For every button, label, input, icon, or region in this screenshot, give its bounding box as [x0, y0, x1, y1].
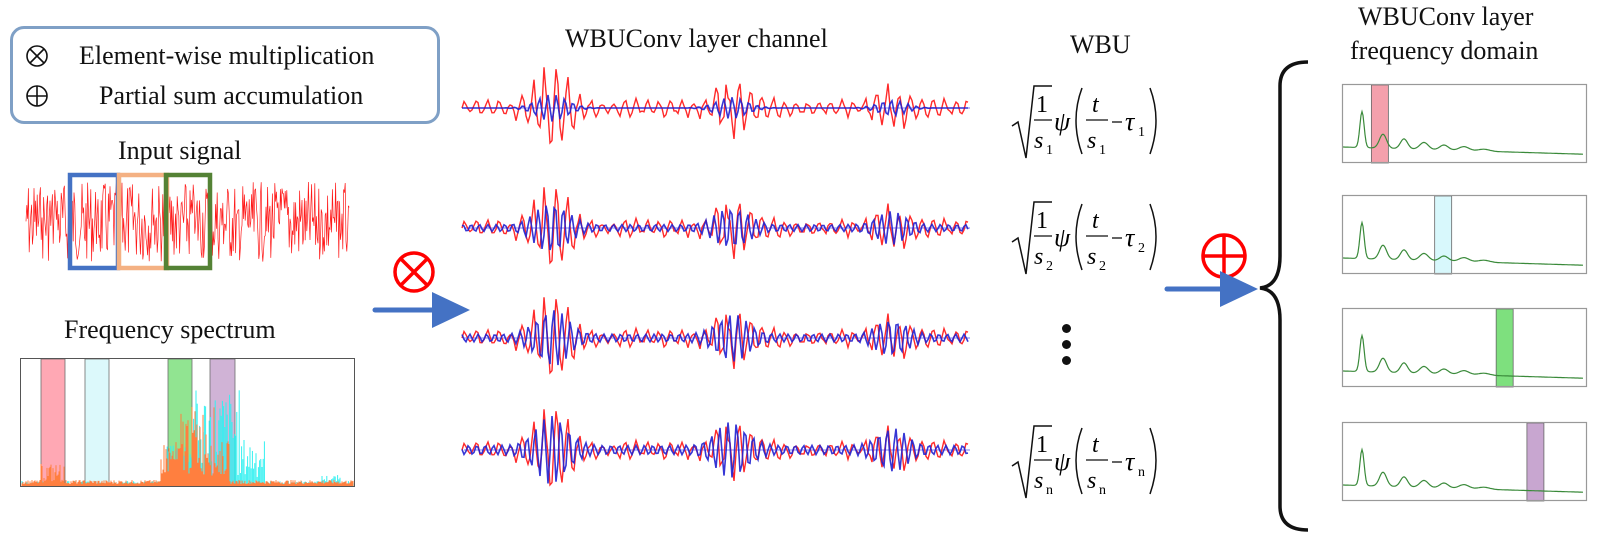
svg-text:ψ: ψ [1054, 223, 1071, 252]
channel-waveforms [461, 67, 970, 487]
svg-text:1: 1 [1036, 432, 1048, 458]
input-signal-plot [25, 172, 350, 271]
window-box [163, 172, 213, 271]
svg-text:n: n [1099, 483, 1106, 498]
wbu-title: WBU [1070, 30, 1131, 59]
legend-label-multiplication: Element-wise multiplication [79, 41, 375, 70]
freq-domain-title-line2: frequency domain [1350, 36, 1539, 65]
svg-text:s: s [1087, 468, 1096, 494]
frequency-spectrum-title: Frequency spectrum [64, 315, 276, 344]
svg-text:1: 1 [1138, 125, 1145, 140]
svg-text:τ: τ [1125, 447, 1136, 476]
svg-text:s: s [1034, 468, 1043, 494]
svg-text:s: s [1034, 128, 1043, 154]
channel-title: WBUConv layer channel [565, 24, 828, 53]
ellipsis-icon [1062, 324, 1071, 365]
otimes-icon [26, 45, 48, 67]
svg-text:1: 1 [1099, 143, 1106, 158]
input-signal-title: Input signal [118, 136, 242, 165]
svg-text:1: 1 [1046, 143, 1053, 158]
multiply-operator-icon [393, 251, 435, 293]
legend-label-accumulation: Partial sum accumulation [99, 81, 364, 110]
frequency-spectrum-plot [20, 358, 355, 487]
svg-text:n: n [1046, 483, 1053, 498]
svg-text:τ: τ [1125, 107, 1136, 136]
svg-text:2: 2 [1046, 259, 1053, 274]
oplus-icon [26, 85, 48, 107]
svg-text:s: s [1034, 244, 1043, 270]
legend-item-multiplication: Element-wise multiplication [25, 41, 374, 71]
right-arrow-icon-2 [1164, 271, 1258, 307]
svg-text:ψ: ψ [1054, 447, 1071, 476]
freq-domain-title-line1: WBUConv layer [1358, 2, 1534, 31]
svg-text:1: 1 [1036, 92, 1048, 118]
svg-text:ψ: ψ [1054, 107, 1071, 136]
curly-brace-icon [1259, 60, 1309, 532]
freq-domain-panel-4 [1341, 421, 1588, 502]
svg-text:t: t [1092, 432, 1100, 458]
svg-text:t: t [1092, 208, 1100, 234]
window-box [67, 172, 121, 271]
svg-text:2: 2 [1099, 259, 1106, 274]
legend-item-accumulation: Partial sum accumulation [25, 81, 363, 111]
legend-box: Element-wise multiplication Partial sum … [10, 26, 440, 124]
svg-text:s: s [1087, 244, 1096, 270]
svg-text:s: s [1087, 128, 1096, 154]
freq-domain-panel-1 [1341, 83, 1588, 164]
svg-text:τ: τ [1125, 223, 1136, 252]
svg-text:t: t [1092, 92, 1100, 118]
freq-domain-panel-2 [1341, 194, 1588, 275]
svg-text:n: n [1138, 465, 1145, 480]
right-arrow-icon [372, 292, 470, 328]
svg-text:2: 2 [1138, 241, 1145, 256]
svg-text:1: 1 [1036, 208, 1048, 234]
freq-domain-panel-3 [1341, 307, 1588, 388]
